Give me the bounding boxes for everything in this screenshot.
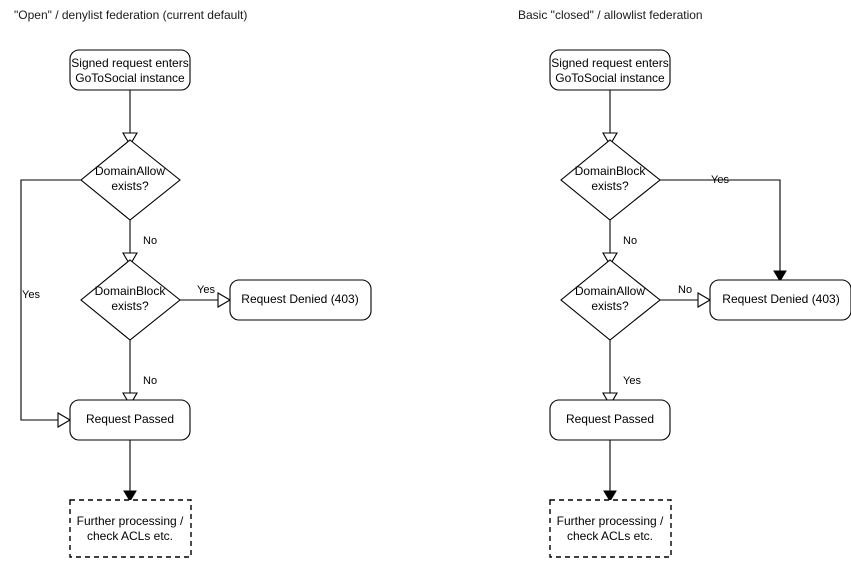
edge-passed-to-further-left bbox=[123, 440, 137, 502]
arrowhead-open-icon bbox=[122, 392, 138, 407]
request-denied-label: Request Denied (403) bbox=[241, 292, 358, 306]
node-entry-left[interactable]: Signed request enters GoToSocial instanc… bbox=[69, 49, 191, 91]
node-decision-domainallow-right[interactable]: DomainAllow exists? bbox=[560, 259, 661, 341]
further-processing-label-line2: check ACLs etc. bbox=[567, 529, 653, 543]
edge-passed-to-further-right bbox=[603, 440, 617, 502]
edge-domainblock-yes-to-denied-right: Yes bbox=[660, 174, 787, 282]
domainallow-label-line2: exists? bbox=[591, 299, 629, 313]
entry-label-line2: GoToSocial instance bbox=[75, 71, 185, 85]
node-further-processing-left[interactable]: Further processing / check ACLs etc. bbox=[69, 499, 192, 558]
entry-label-line1: Signed request enters bbox=[71, 56, 188, 70]
edge-label-allow-yes: Yes bbox=[22, 289, 40, 301]
further-processing-box-shape[interactable] bbox=[69, 499, 192, 558]
domainallow-label-line2: exists? bbox=[111, 179, 149, 193]
arrowhead-open-icon bbox=[122, 252, 138, 267]
domainblock-label-line2: exists? bbox=[111, 299, 149, 313]
arrowhead-solid-icon bbox=[603, 490, 617, 502]
node-request-denied-right[interactable]: Request Denied (403) bbox=[709, 279, 851, 321]
further-processing-label-line1: Further processing / bbox=[77, 514, 184, 528]
edge-domainallow-no-to-domainblock: No bbox=[122, 220, 157, 267]
arrowhead-open-icon bbox=[697, 292, 712, 308]
arrowhead-solid-icon bbox=[123, 490, 137, 502]
edge-label-allow-yes: Yes bbox=[623, 375, 641, 387]
edge-label-block-yes: Yes bbox=[711, 174, 729, 186]
edge-label-block-no: No bbox=[143, 375, 157, 387]
arrowhead-open-icon bbox=[57, 412, 72, 428]
edge-domainblock-no-to-passed: No bbox=[122, 340, 157, 407]
edge-entry-to-domainallow bbox=[122, 90, 138, 147]
panel-title-open-denylist: "Open" / denylist federation (current de… bbox=[14, 8, 247, 22]
node-request-denied-left[interactable]: Request Denied (403) bbox=[229, 279, 372, 321]
edge-label-block-no: No bbox=[623, 235, 637, 247]
request-denied-box-shape[interactable] bbox=[709, 279, 851, 321]
edge-domainallow-yes-to-passed: Yes bbox=[20, 179, 81, 428]
request-denied-label: Request Denied (403) bbox=[722, 292, 839, 306]
arrowhead-open-icon bbox=[602, 252, 618, 267]
request-passed-label: Request Passed bbox=[86, 412, 174, 426]
node-request-passed-left[interactable]: Request Passed bbox=[69, 399, 191, 441]
edge-domainallow-no-to-denied-right: No bbox=[660, 284, 712, 308]
node-request-passed-right[interactable]: Request Passed bbox=[549, 399, 671, 441]
edge-label-allow-no: No bbox=[143, 235, 157, 247]
request-denied-box-shape[interactable] bbox=[229, 279, 372, 321]
node-decision-domainblock-left[interactable]: DomainBlock exists? bbox=[80, 259, 181, 341]
edge-domainblock-no-to-domainallow-right: No bbox=[602, 220, 637, 267]
edge-domainallow-yes-to-passed-right: Yes bbox=[602, 340, 641, 407]
node-entry-right[interactable]: Signed request enters GoToSocial instanc… bbox=[549, 49, 671, 91]
panel-open-denylist: "Open" / denylist federation (current de… bbox=[14, 8, 372, 558]
arrowhead-open-icon bbox=[602, 392, 618, 407]
further-processing-label-line2: check ACLs etc. bbox=[87, 529, 173, 543]
domainblock-label-line2: exists? bbox=[591, 179, 629, 193]
node-further-processing-right[interactable]: Further processing / check ACLs etc. bbox=[549, 499, 672, 558]
panel-title-closed-allowlist: Basic "closed" / allowlist federation bbox=[518, 8, 703, 22]
arrowhead-open-icon bbox=[122, 132, 138, 147]
further-processing-box-shape[interactable] bbox=[549, 499, 672, 558]
arrowhead-open-icon bbox=[602, 132, 618, 147]
arrowhead-solid-icon bbox=[773, 270, 787, 282]
entry-label-line1: Signed request enters bbox=[551, 56, 668, 70]
edge-entry-to-domainblock-right bbox=[602, 90, 618, 147]
entry-label-line2: GoToSocial instance bbox=[555, 71, 665, 85]
edge-domainblock-yes-to-denied: Yes bbox=[180, 284, 232, 308]
node-decision-domainblock-right[interactable]: DomainBlock exists? bbox=[560, 139, 661, 221]
further-processing-label-line1: Further processing / bbox=[557, 514, 664, 528]
node-decision-domainallow-left[interactable]: DomainAllow exists? bbox=[80, 139, 181, 221]
edge-label-allow-no: No bbox=[678, 284, 692, 296]
request-passed-label: Request Passed bbox=[566, 412, 654, 426]
edge-label-block-yes: Yes bbox=[197, 284, 215, 296]
domainblock-label-line1: DomainBlock bbox=[95, 284, 167, 298]
domainallow-label-line1: DomainAllow bbox=[95, 164, 165, 178]
domainblock-label-line1: DomainBlock bbox=[575, 164, 647, 178]
arrowhead-open-icon bbox=[217, 292, 232, 308]
panel-closed-allowlist: Basic "closed" / allowlist federation Si… bbox=[518, 8, 851, 558]
domainallow-label-line1: DomainAllow bbox=[575, 284, 645, 298]
